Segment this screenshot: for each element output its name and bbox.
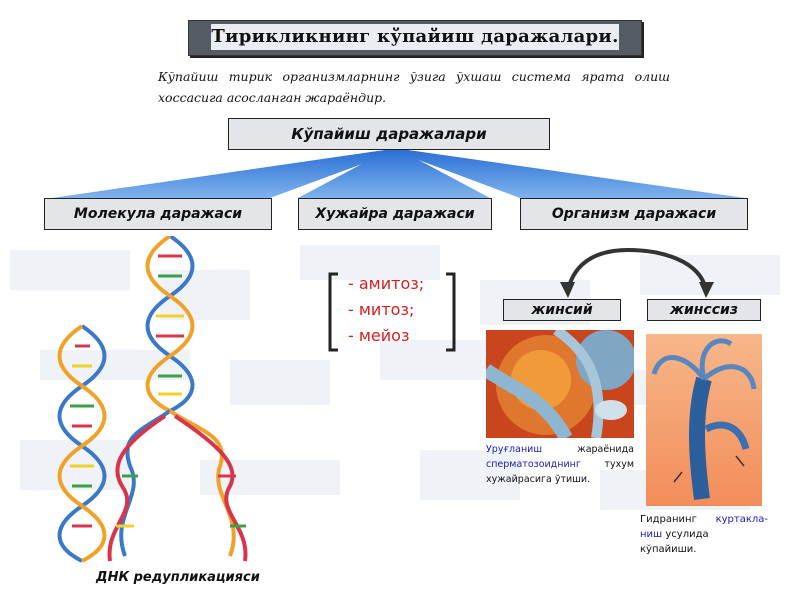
fertilization-image (486, 330, 634, 438)
dna-replication-image (57, 236, 248, 563)
arrow-to-sexual (566, 248, 629, 291)
title-banner: Тирикликнинг кўпайиш даражалари. (188, 20, 642, 56)
fan-to-organism (392, 150, 745, 198)
hydra-image (646, 334, 762, 506)
sexual-caption: Уруғланиш жараёнида сперматозоиднинг тух… (486, 444, 634, 485)
asexual-caption: Гидранинг куртакла- ниш усулида кўпайиши… (640, 514, 768, 555)
asexual-box: жинссиз (647, 299, 761, 321)
fan-to-cell (298, 150, 490, 198)
sexual-box: жинсий (503, 299, 621, 321)
fan-to-molecule (52, 150, 400, 198)
main-level-box: Кўпайиш даражалари (228, 118, 550, 150)
cell-level-box: Хужайра даражаси (298, 198, 492, 230)
cell-methods-list: - амитоз; - митоз; - мейоз (326, 270, 458, 354)
intro-text: Кўпайиш тирик организмларнинг ўзига ўхша… (158, 69, 670, 105)
left-bracket (328, 272, 338, 352)
molecule-level-box: Молекула даражаси (44, 198, 272, 230)
page-title: Тирикликнинг кўпайиш даражалари. (211, 24, 619, 50)
method-mitosis: - митоз; (348, 300, 415, 319)
arrow-to-asexual (627, 248, 708, 291)
method-meiosis: - мейоз (348, 326, 410, 345)
right-bracket (446, 272, 456, 352)
organism-level-box: Организм даражаси (520, 198, 748, 230)
method-amitosis: - амитоз; (348, 274, 425, 293)
dna-caption: ДНК редупликацияси (96, 570, 260, 585)
